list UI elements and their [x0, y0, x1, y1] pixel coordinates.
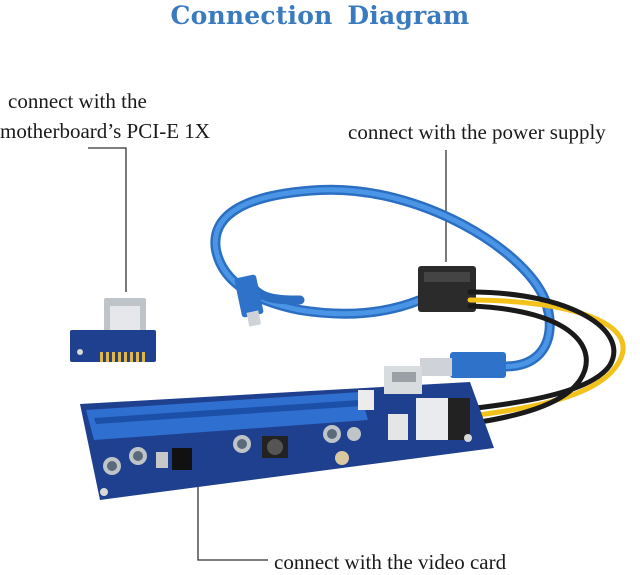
usb-cable	[210, 184, 555, 372]
power-supply-label: connect with the power supply	[348, 120, 606, 144]
leader-line-video	[197, 470, 268, 561]
usb-plug-left	[234, 274, 264, 327]
power-wires	[437, 289, 626, 431]
diagram-title: Connection Diagram	[170, 1, 470, 30]
sata-power-connector	[418, 266, 476, 312]
pcie-1x-adapter-card	[70, 298, 156, 362]
motherboard-label-line2: motherboard’s PCI-E 1X	[0, 119, 210, 143]
riser-board	[80, 366, 494, 500]
leader-line-motherboard	[88, 147, 127, 292]
video-card-label: connect with the video card	[274, 550, 507, 574]
usb-plug-card	[420, 352, 506, 378]
motherboard-label-line1: connect with the	[8, 89, 147, 113]
